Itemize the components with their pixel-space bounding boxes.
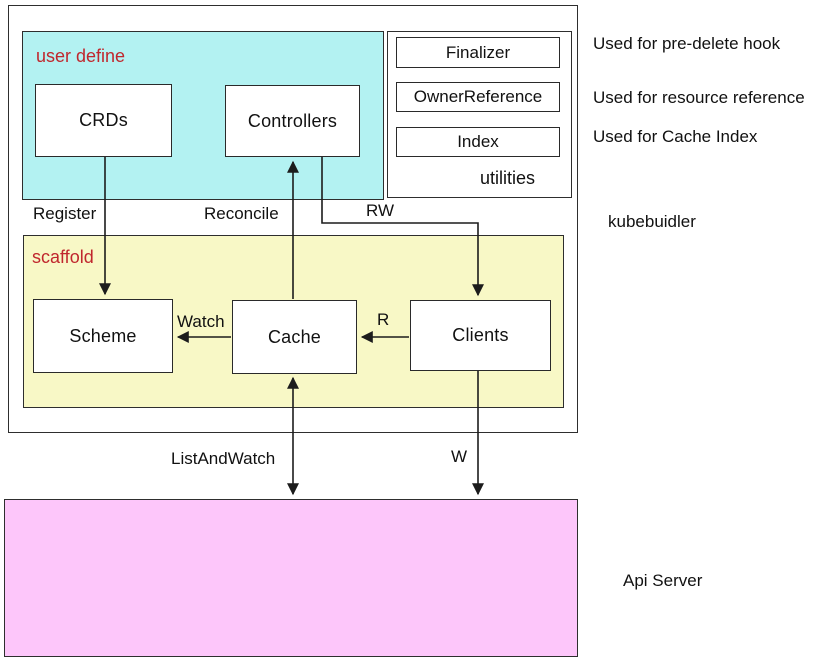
node-label: Controllers (247, 110, 338, 131)
api-server-box (4, 499, 578, 657)
watch-edge-label: Watch (177, 312, 225, 331)
w-edge-label: W (451, 447, 468, 466)
node-label: Clients (452, 325, 509, 345)
listandwatch-edge-label: ListAndWatch (171, 449, 276, 468)
node-clients: Clients (410, 300, 551, 371)
utilities-group-label: utilities (480, 168, 536, 188)
utility-item-finalizer: Finalizer (396, 37, 560, 68)
node-label: CRDs (79, 110, 128, 130)
kubebuilder-caption: kubebuidler (608, 212, 696, 231)
user-define-group-label: user define (36, 46, 126, 66)
register-edge-label: Register (33, 204, 97, 223)
owner-reference-note: Used for resource reference (593, 88, 805, 107)
node-controllers: Controllers (225, 85, 360, 157)
utility-item-label: OwnerReference (413, 87, 543, 106)
utility-item-ownerreference: OwnerReference (396, 82, 560, 112)
node-crds: CRDs (35, 84, 172, 157)
node-label: Cache (267, 326, 322, 347)
utility-item-label: Index (457, 132, 499, 151)
scaffold-group-label: scaffold (32, 247, 94, 267)
rw-edge-label: RW (366, 201, 395, 220)
utility-item-index: Index (396, 127, 560, 157)
reconcile-edge-label: Reconcile (204, 204, 279, 223)
node-cache: Cache (232, 300, 357, 374)
r-edge-label: R (377, 310, 390, 329)
node-label: Scheme (69, 325, 137, 346)
index-note: Used for Cache Index (593, 127, 758, 146)
api-server-caption: Api Server (623, 571, 703, 590)
utility-item-label: Finalizer (445, 42, 511, 62)
node-scheme: Scheme (33, 299, 173, 373)
finalizer-note: Used for pre-delete hook (593, 34, 781, 53)
